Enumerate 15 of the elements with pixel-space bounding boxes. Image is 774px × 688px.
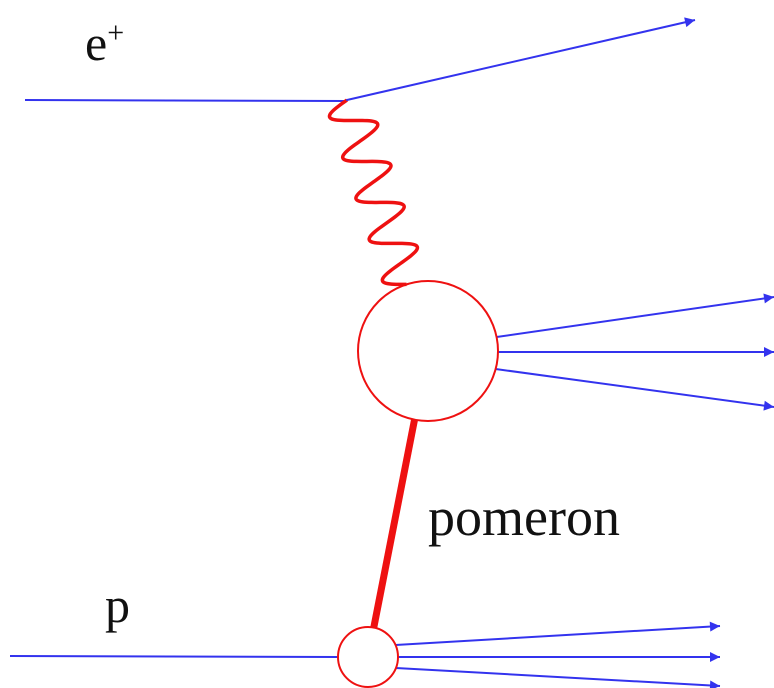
arrow [496, 368, 774, 411]
line [370, 419, 418, 628]
arrow [398, 652, 720, 662]
arrow [396, 667, 720, 688]
edge-label: pomeron [428, 490, 620, 544]
vertex-circle [336, 625, 400, 688]
arrow [498, 347, 774, 357]
arrow [496, 293, 774, 338]
vertex-circle [356, 279, 500, 423]
wavy-line [328, 98, 420, 286]
arrow [395, 622, 720, 646]
line [10, 655, 338, 658]
vertex-point [345, 98, 349, 102]
arrow [346, 17, 696, 101]
particle-label: e$^{+}$ [85, 18, 124, 68]
